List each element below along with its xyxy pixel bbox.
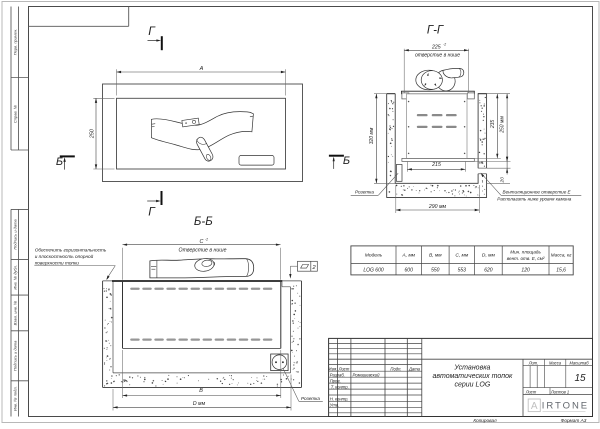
svg-text:Розетка: Розетка [355,190,374,195]
svg-text:автоматических топок: автоматических топок [432,373,513,380]
svg-text:и плоскостность опорной: и плоскостность опорной [35,253,94,259]
svg-text:Масштаб: Масштаб [569,360,589,365]
svg-text:235: 235 [490,120,496,130]
svg-text:600: 600 [405,267,414,273]
svg-text:250 мм: 250 мм [499,116,505,134]
svg-text:С, мм: С, мм [455,253,469,259]
svg-text:Взам. инв. №: Взам. инв. № [13,300,18,325]
svg-text:Установка: Установка [453,365,490,372]
svg-text:225: 225 [431,44,441,50]
svg-text:20: 20 [500,177,506,184]
svg-text:Подпись и дата: Подпись и дата [13,219,18,250]
svg-text:Н. контр.: Н. контр. [330,397,349,402]
svg-text:15: 15 [574,373,586,384]
svg-text:250: 250 [90,129,96,139]
svg-text:вент. отв. Е, см²: вент. отв. Е, см² [507,256,545,261]
svg-text:Лист: Лист [338,367,350,372]
svg-text:Утв.: Утв. [330,403,340,408]
svg-text:А, мм: А, мм [401,253,415,259]
svg-text:IRTONE: IRTONE [542,400,589,411]
svg-text:Располагать ниже уровня камина: Располагать ниже уровня камина [497,196,571,201]
svg-text:Вентиляционное отверстие Е: Вентиляционное отверстие Е [503,190,572,195]
svg-text:D, мм: D, мм [482,253,496,259]
svg-text:620: 620 [484,267,493,273]
svg-text:-2: -2 [205,237,208,241]
svg-text:Листов 1: Листов 1 [550,390,569,395]
svg-text:Б: Б [343,155,350,167]
svg-text:Отверстие в нише: Отверстие в нише [179,247,227,253]
svg-text:Разраб.: Разраб. [330,373,345,378]
svg-text:Перв. примен.: Перв. примен. [13,29,18,56]
svg-text:А: А [199,66,204,72]
svg-text:550: 550 [431,267,440,273]
svg-text:290 мм: 290 мм [428,204,447,210]
svg-text:Справ. №: Справ. № [13,104,18,123]
svg-text:серии LOG: серии LOG [454,382,490,389]
svg-text:D мм: D мм [193,401,206,407]
svg-text:Б-Б: Б-Б [194,216,213,228]
svg-text:320 мм: 320 мм [369,127,375,144]
svg-text:Копировал: Копировал [473,418,497,423]
svg-text:отверстие в нише: отверстие в нише [415,53,460,59]
svg-text:Лит.: Лит. [528,360,539,365]
svg-text:Обеспечить горизонтальность: Обеспечить горизонтальность [35,248,107,253]
svg-text:Т. контр.: Т. контр. [331,385,349,390]
svg-text:Формат А3: Формат А3 [561,418,587,423]
svg-text:Масса, кг: Масса, кг [551,253,572,258]
svg-text:15,6: 15,6 [556,267,566,273]
svg-text:-2: -2 [443,43,446,47]
svg-text:Лист: Лист [525,390,537,395]
svg-text:Розетка: Розетка [301,396,320,401]
svg-text:Инв. № дубл.: Инв. № дубл. [13,265,18,290]
svg-text:Модель: Модель [365,253,383,259]
svg-text:Масса: Масса [549,360,562,365]
svg-text:Ромашевский: Ромашевский [353,373,381,378]
svg-text:Мин. площадь: Мин. площадь [510,250,541,255]
svg-text:215: 215 [431,162,441,168]
svg-text:120: 120 [521,267,530,273]
svg-text:Дата: Дата [408,367,421,372]
svg-text:С: С [200,239,204,245]
svg-text:В, мм: В, мм [429,253,442,259]
svg-text:Г-Г: Г-Г [427,25,444,37]
svg-text:В: В [199,388,203,394]
svg-text:Б: Б [56,156,63,168]
svg-text:поверхности топки: поверхности топки [35,260,80,265]
svg-text:Изм.: Изм. [329,367,338,372]
svg-text:553: 553 [458,267,467,273]
svg-text:Подпись и дата: Подпись и дата [13,340,18,371]
svg-text:Пров.: Пров. [330,379,341,384]
svg-text:Инв. № подл.: Инв. № подл. [13,386,18,411]
svg-text:LOG 600: LOG 600 [363,267,384,273]
svg-text:Подп.: Подп. [390,367,401,372]
svg-text:A: A [531,401,538,412]
